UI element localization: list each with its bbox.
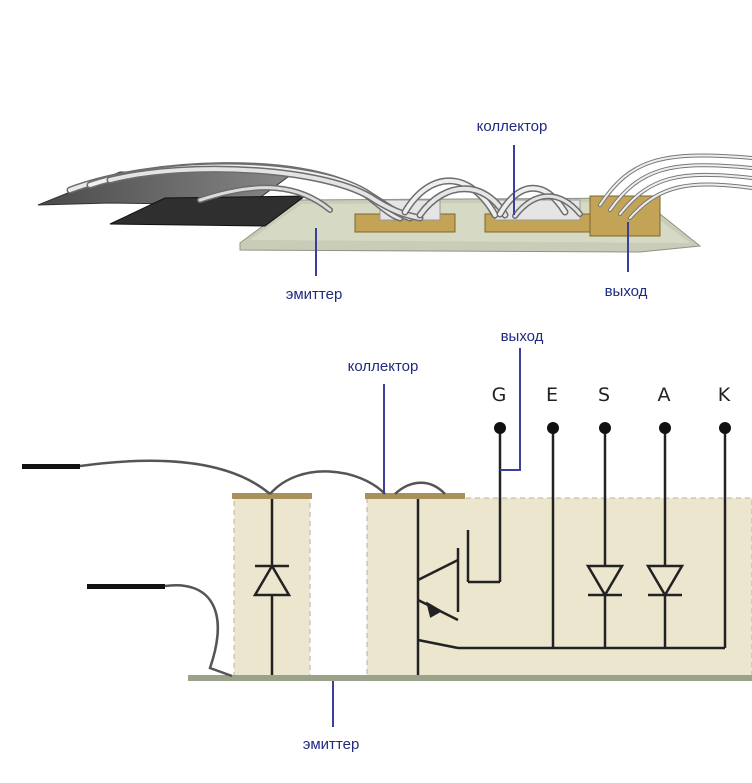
module-3d-view — [37, 145, 752, 276]
label-output-top: выход — [604, 283, 648, 300]
terminal-dot-s — [599, 422, 611, 434]
lead-lower — [87, 584, 165, 589]
label-emitter-top: эмиттер — [285, 286, 343, 303]
bond-wires-middle — [401, 177, 583, 219]
diode-top-pad — [232, 493, 312, 499]
terminal-dot-k — [719, 422, 731, 434]
label-emitter-bottom: эмиттер — [302, 736, 360, 753]
lead-upper — [22, 464, 80, 469]
diode-die-block — [233, 497, 311, 679]
diode-left — [252, 499, 292, 675]
diode-s — [585, 564, 625, 598]
substrate-baseline — [188, 675, 752, 681]
terminal-label-g: G — [491, 384, 507, 406]
terminal-label-k: K — [717, 384, 731, 406]
terminal-dot-a — [659, 422, 671, 434]
label-collector-top: коллектор — [476, 118, 548, 135]
terminal-label-e: E — [545, 384, 559, 406]
output-leads-right — [598, 153, 752, 220]
schematic-bond-wires — [79, 459, 446, 678]
igbt-transistor — [416, 499, 725, 675]
terminal-label-s: S — [597, 384, 611, 406]
terminal-label-a: A — [657, 384, 671, 406]
terminal-lines — [498, 428, 727, 648]
igbt-die-block — [366, 497, 752, 679]
label-output-bottom: выход — [500, 328, 544, 345]
label-collector-bottom: коллектор — [347, 358, 419, 375]
leader-output-bottom — [500, 348, 521, 471]
terminal-dot-g — [494, 422, 506, 434]
igbt-top-pad — [365, 493, 465, 499]
diode-a — [645, 564, 685, 598]
bond-wires-left — [66, 162, 424, 222]
terminal-dot-e — [547, 422, 559, 434]
